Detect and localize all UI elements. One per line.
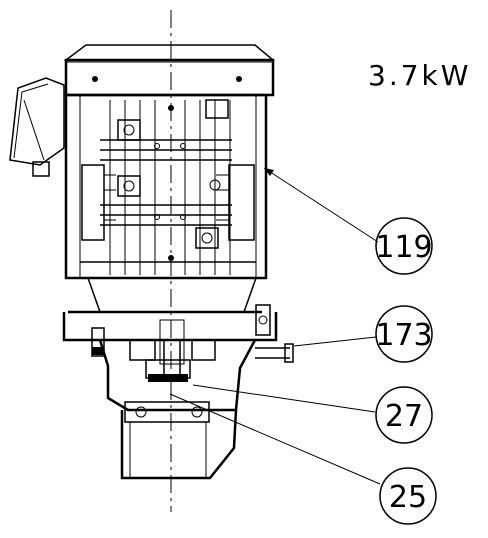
callout-25: 25 bbox=[379, 467, 437, 525]
terminal-box bbox=[9, 77, 65, 177]
leader-173 bbox=[293, 336, 377, 347]
leader-25 bbox=[169, 393, 381, 485]
leader-27 bbox=[192, 384, 376, 413]
pump-housing bbox=[98, 319, 294, 480]
motor-body bbox=[64, 93, 268, 280]
callout-27: 27 bbox=[375, 386, 433, 444]
flange-adapter bbox=[62, 277, 278, 357]
callout-25-label: 25 bbox=[389, 480, 427, 515]
callout-119-label: 119 bbox=[375, 230, 432, 265]
callout-173: 173 bbox=[375, 305, 433, 363]
power-label: 3.7kW bbox=[368, 59, 471, 92]
callout-119: 119 bbox=[375, 217, 433, 275]
leader-119 bbox=[263, 167, 379, 243]
motor-top-cap bbox=[63, 44, 276, 97]
callout-173-label: 173 bbox=[375, 318, 432, 353]
callout-27-label: 27 bbox=[385, 399, 423, 434]
